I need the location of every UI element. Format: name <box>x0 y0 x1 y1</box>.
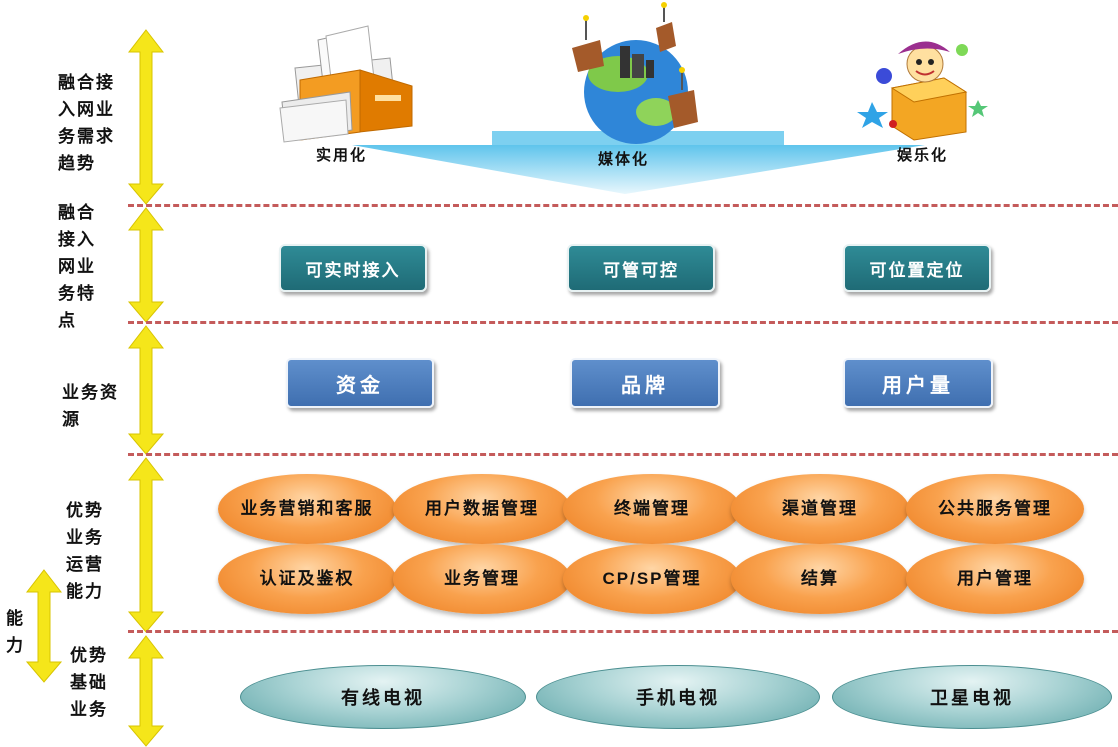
feature-location: 可位置定位 <box>843 244 991 292</box>
separator-3 <box>128 453 1118 456</box>
separator-1 <box>128 204 1118 207</box>
op-marketing-service: 业务营销和客服 <box>218 474 396 544</box>
op-user-mgmt: 用户管理 <box>906 544 1084 614</box>
row-label-resources: 业务资源 <box>62 383 119 430</box>
row-label-capability: 能力 <box>6 609 25 656</box>
op-terminal: 终端管理 <box>563 474 741 544</box>
feature-realtime-access: 可实时接入 <box>279 244 427 292</box>
globe-city-icon <box>572 2 698 144</box>
base-cable-tv: 有线电视 <box>240 665 526 729</box>
trend-label-practical: 实用化 <box>316 146 368 164</box>
op-user-data: 用户数据管理 <box>393 474 571 544</box>
base-mobile-tv: 手机电视 <box>536 665 820 729</box>
separator-2 <box>128 321 1118 324</box>
resource-users: 用户量 <box>843 358 993 408</box>
resource-funds: 资金 <box>286 358 434 408</box>
double-arrow-capability <box>25 569 63 683</box>
op-service-mgmt: 业务管理 <box>393 544 571 614</box>
double-arrow-features <box>127 207 165 323</box>
trend-label-entertainment: 娱乐化 <box>897 146 949 164</box>
files-drawer-icon <box>279 25 413 143</box>
base-satellite-tv: 卫星电视 <box>832 665 1112 729</box>
row-label-base: 优势基础业务 <box>70 646 108 720</box>
op-channel: 渠道管理 <box>731 474 909 544</box>
jack-in-box-icon <box>857 41 988 141</box>
double-arrow-trend <box>127 29 165 205</box>
row-label-trend: 融合接入网业务需求趋势 <box>58 73 115 174</box>
double-arrow-operation <box>127 457 165 633</box>
separator-4 <box>128 630 1118 633</box>
row-label-features: 融合接入网业务特点 <box>58 203 96 331</box>
op-public-service: 公共服务管理 <box>906 474 1084 544</box>
op-cpsp-mgmt: CP/SP管理 <box>563 544 741 614</box>
op-settlement: 结算 <box>731 544 909 614</box>
resource-brand: 品牌 <box>570 358 720 408</box>
double-arrow-base <box>127 635 165 747</box>
trend-label-media: 媒体化 <box>598 150 650 168</box>
feature-manageable: 可管可控 <box>567 244 715 292</box>
op-authentication: 认证及鉴权 <box>218 544 396 614</box>
row-label-operation: 优势业务运营能力 <box>66 501 104 602</box>
